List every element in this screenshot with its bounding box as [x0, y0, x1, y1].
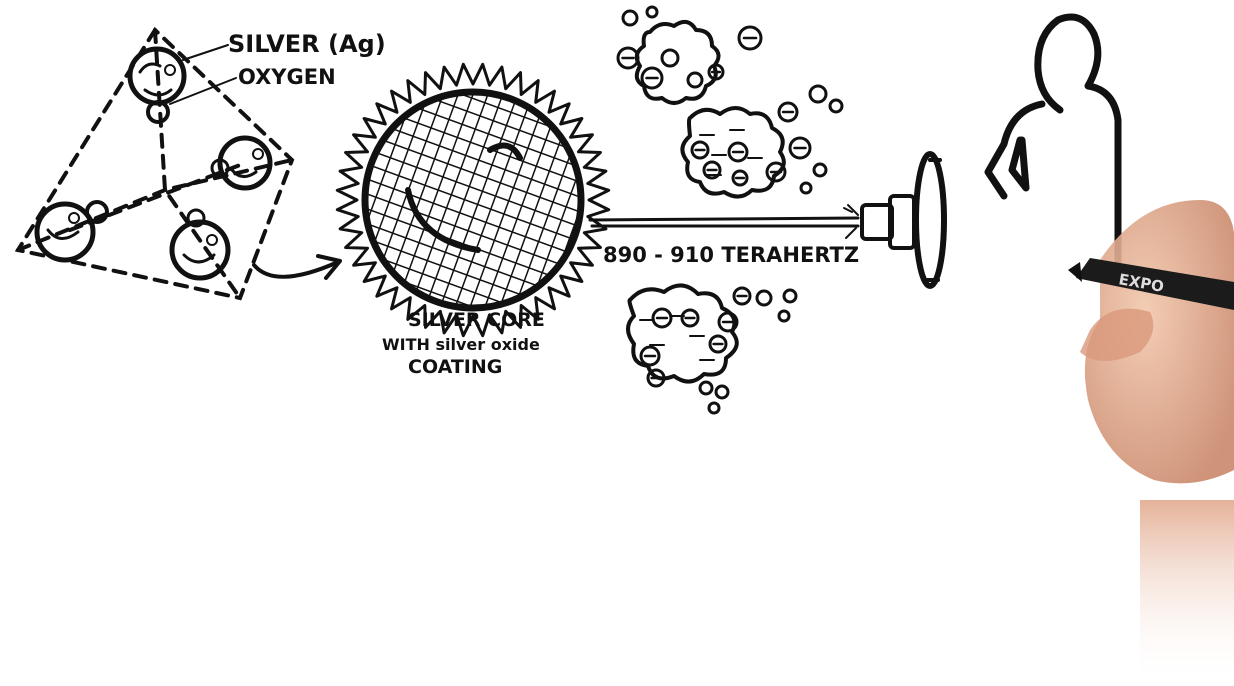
electron-icon — [737, 25, 763, 51]
electron-icon — [680, 308, 700, 328]
electron-icon — [645, 5, 659, 19]
oxygen-atom-icon — [146, 100, 170, 124]
electron-icon — [707, 401, 721, 415]
electron-icon — [717, 311, 739, 333]
human-silhouette-icon — [984, 13, 1122, 284]
electron-icon — [714, 384, 730, 400]
electron-icon — [788, 136, 812, 160]
electron-icon — [782, 288, 798, 304]
pathogen-cell-icon — [634, 19, 721, 105]
electron-icon — [731, 169, 749, 187]
electron-icon — [755, 289, 773, 307]
electron-icon — [640, 66, 664, 90]
electron-icon — [698, 380, 714, 396]
core-label-line2: WITH silver oxide — [382, 335, 540, 354]
marker-icon: EXPO — [1068, 258, 1234, 310]
electron-icon — [808, 84, 828, 104]
electron-icon — [732, 286, 752, 306]
electron-cloud — [616, 5, 844, 415]
electron-icon — [702, 160, 722, 180]
electron-icon — [812, 162, 828, 178]
electron-icon — [708, 334, 728, 354]
core-label-line1: SILVER CORE — [408, 309, 545, 331]
electron-icon — [777, 101, 799, 123]
silver-atom-icon — [34, 200, 109, 263]
electron-icon — [707, 63, 725, 81]
emitter-dish-icon — [860, 151, 947, 289]
silver-atom-icon — [210, 135, 273, 191]
electron-icon — [777, 309, 791, 323]
frequency-label: 890 - 910 TERAHERTZ — [603, 243, 859, 267]
electron-icon — [828, 98, 844, 114]
silver-atom-icon — [169, 208, 231, 281]
electron-icon — [690, 140, 710, 160]
pathogen-cell-icon — [680, 106, 786, 199]
arrow-to-core — [252, 254, 342, 280]
electron-icon — [727, 141, 749, 163]
electron-icon — [616, 46, 640, 70]
pathogen-cell-icon — [626, 283, 739, 384]
core-label-line3: COATING — [408, 356, 502, 378]
electron-icon — [765, 161, 787, 183]
electron-icon — [651, 307, 673, 329]
electron-icon — [799, 181, 813, 195]
nanoparticle-sphere-icon — [335, 62, 611, 338]
terahertz-beam — [588, 204, 860, 239]
electron-icon — [639, 345, 661, 367]
silver-lattice — [14, 26, 295, 301]
oxygen-label: OXYGEN — [238, 65, 336, 89]
silver-label: SILVER (Ag) — [228, 30, 386, 58]
electron-icon — [621, 9, 639, 27]
electron-icon — [646, 368, 666, 388]
